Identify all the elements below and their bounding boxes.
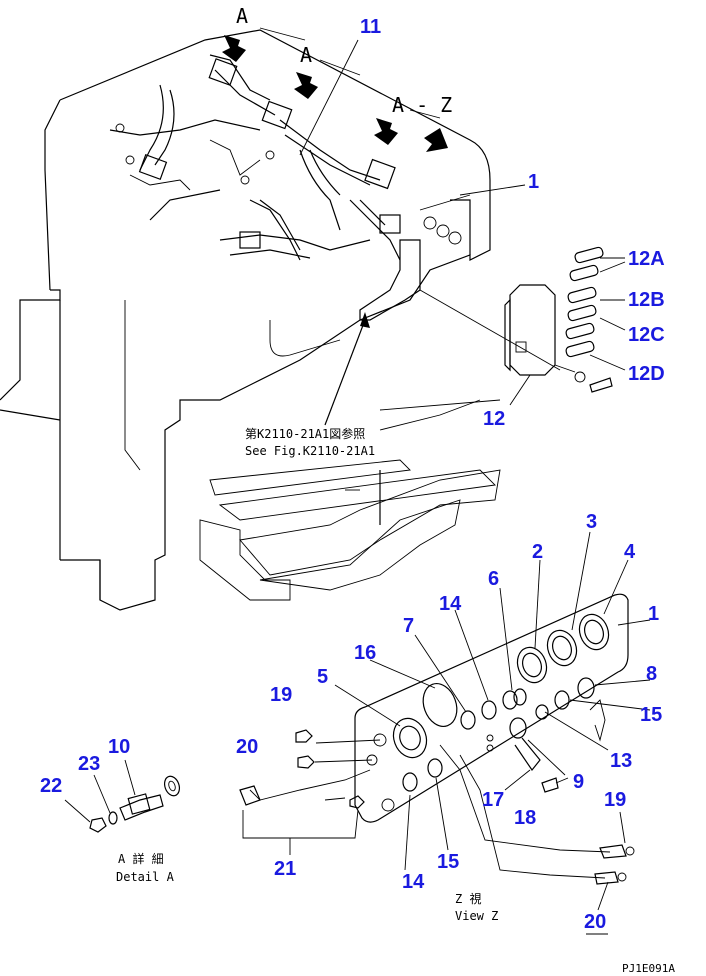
callout-2: 2	[532, 541, 543, 563]
callout-12b: 12B	[628, 289, 665, 311]
view-letter-lines	[259, 27, 441, 119]
callout-12a: 12A	[628, 248, 665, 270]
callout-10: 10	[108, 736, 130, 758]
callout-12c: 12C	[628, 324, 665, 346]
reference-note-jp: 第K2110-21A1図参照	[245, 426, 365, 441]
wiring-harness	[109, 54, 421, 321]
callout-16: 16	[354, 642, 376, 664]
callout-23: 23	[78, 753, 100, 775]
callout-18: 18	[514, 807, 536, 829]
engine-body	[0, 29, 491, 611]
callout-14-top: 14	[439, 593, 462, 615]
leader-lines	[299, 39, 626, 426]
panel-leader-lines	[314, 531, 651, 871]
callout-1-top: 1	[528, 171, 539, 193]
instrument-panel	[354, 593, 629, 823]
view-label-a1: A	[236, 4, 248, 28]
callout-5: 5	[317, 666, 328, 688]
view-z-title-jp: Z 視	[455, 891, 481, 906]
cab-step-outline	[199, 399, 501, 601]
fuse-box	[504, 284, 613, 393]
view-z-title-en: View Z	[455, 909, 498, 923]
panel-nuts	[295, 729, 365, 809]
callout-9: 9	[573, 771, 584, 793]
detail-a-parts	[64, 759, 181, 833]
detail-a-title-en: Detail A	[116, 870, 175, 884]
callout-11: 11	[360, 16, 381, 38]
callout-15-right: 15	[640, 704, 662, 726]
panel-cables	[239, 744, 635, 911]
callout-20-left: 20	[236, 736, 258, 758]
callout-21: 21	[274, 858, 296, 880]
callout-12: 12	[483, 408, 505, 430]
callout-19-right: 19	[604, 789, 626, 811]
view-label-a2: A	[300, 43, 312, 67]
reference-note-en: See Fig.K2110-21A1	[245, 444, 375, 458]
callout-17: 17	[482, 789, 504, 811]
callout-20-right: 20	[584, 911, 606, 933]
bracket-21	[242, 809, 359, 855]
view-label-az: A - Z	[392, 93, 452, 117]
view-arrows	[222, 35, 448, 152]
callout-1-panel: 1	[648, 603, 659, 625]
drawing-code: PJ1E091A	[622, 962, 675, 975]
callout-14-bottom: 14	[402, 871, 425, 893]
callout-13: 13	[610, 750, 632, 772]
callout-12d: 12D	[628, 363, 665, 385]
fuses-12a-12d	[565, 246, 604, 358]
callout-19-left: 19	[270, 684, 292, 706]
callout-4: 4	[624, 541, 636, 563]
callout-6: 6	[488, 568, 499, 590]
callout-15-bottom: 15	[437, 851, 459, 873]
callout-8: 8	[646, 663, 657, 685]
detail-a-title-jp: A 詳 細	[118, 851, 164, 866]
callout-3: 3	[586, 511, 597, 533]
callout-7: 7	[403, 615, 414, 637]
callout-22: 22	[40, 775, 62, 797]
